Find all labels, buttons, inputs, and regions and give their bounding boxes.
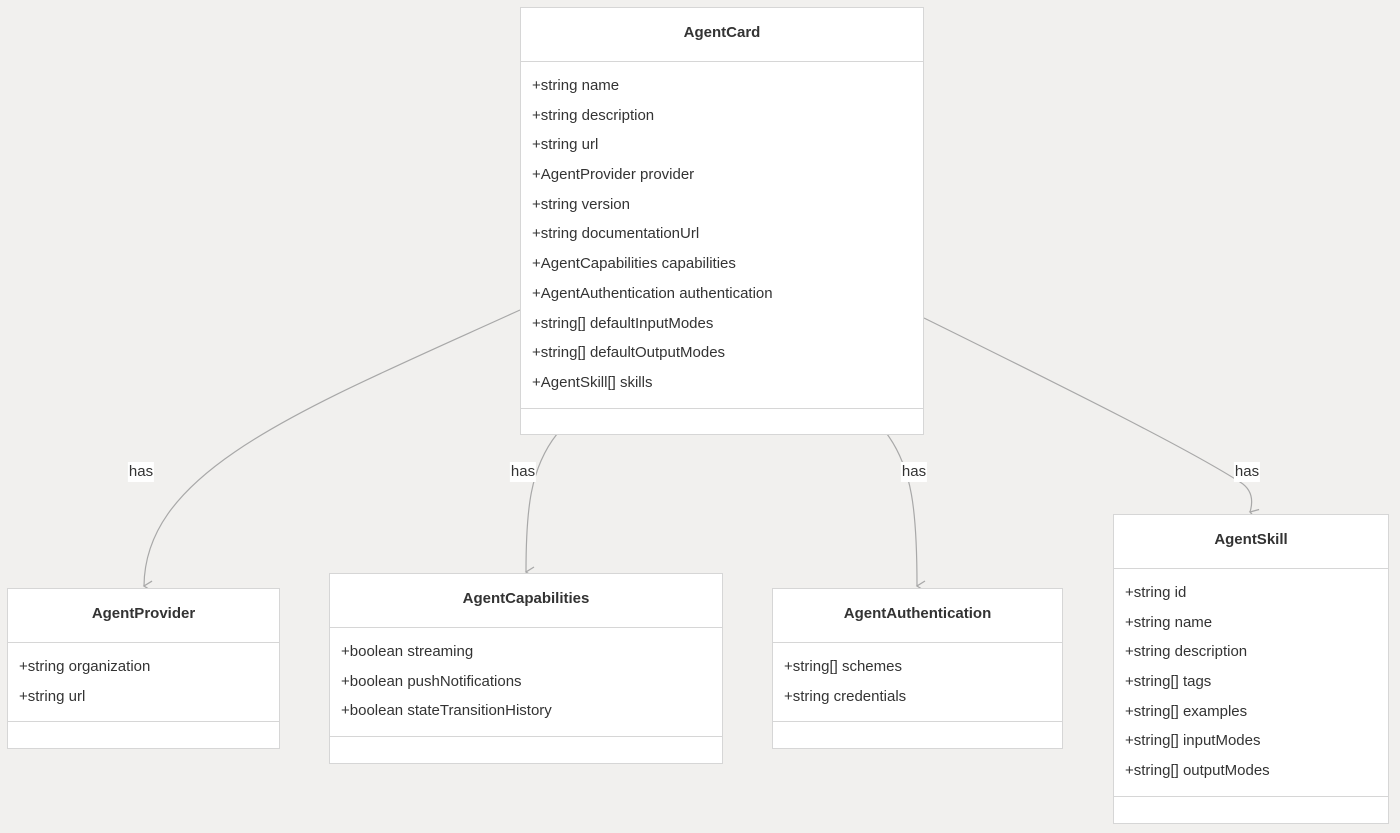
class-attribute: +string name bbox=[532, 77, 620, 94]
class-agentcapabilities-title: AgentCapabilities bbox=[330, 574, 722, 628]
class-agentcard-methods bbox=[521, 409, 923, 431]
class-agentprovider-attributes: +string organization +string url bbox=[8, 643, 279, 723]
class-attribute: +boolean stateTransitionHistory bbox=[341, 702, 552, 720]
relation-label-agentcapabilities: has bbox=[509, 462, 537, 482]
class-attribute: +string credentials bbox=[784, 687, 907, 705]
class-agentprovider-methods bbox=[8, 722, 279, 744]
relation-label-agentskill: has bbox=[1233, 462, 1261, 482]
relation-label-agentauthentication: has bbox=[900, 462, 928, 482]
class-agentskill-attributes: +string id +string name +string descript… bbox=[1114, 569, 1388, 797]
class-attribute: +AgentProvider provider bbox=[532, 166, 695, 184]
class-attribute: +AgentAuthentication authentication bbox=[532, 284, 773, 302]
class-agentcard[interactable]: AgentCard +string name +string descripti… bbox=[520, 7, 924, 435]
class-attribute: +AgentCapabilities capabilities bbox=[532, 255, 736, 273]
class-agentauthentication-attributes: +string[] schemes +string credentials bbox=[773, 643, 1062, 723]
class-attribute: +string[] examples bbox=[1125, 702, 1248, 720]
class-attribute: +string[] defaultOutputModes bbox=[532, 344, 726, 362]
relation-edge-agentauthentication bbox=[886, 433, 926, 592]
class-attribute: +string description bbox=[532, 106, 655, 124]
class-attribute: +string description bbox=[1125, 643, 1248, 661]
class-agentcapabilities[interactable]: AgentCapabilities +boolean streaming +bo… bbox=[329, 573, 723, 764]
class-attribute: +string version bbox=[532, 195, 630, 213]
class-agentcard-title: AgentCard bbox=[521, 8, 923, 62]
class-agentauthentication-title: AgentAuthentication bbox=[773, 589, 1062, 643]
class-agentcapabilities-attributes: +boolean streaming +boolean pushNotifica… bbox=[330, 628, 722, 738]
class-attribute: +string name bbox=[1125, 613, 1213, 631]
class-agentprovider-title: AgentProvider bbox=[8, 589, 279, 643]
class-agentskill[interactable]: AgentSkill +string id +string name +stri… bbox=[1113, 514, 1389, 824]
class-agentskill-title: AgentSkill bbox=[1114, 515, 1388, 569]
class-agentauthentication-methods bbox=[773, 722, 1062, 744]
class-attribute: +string organization bbox=[19, 658, 151, 675]
class-attribute: +AgentSkill[] skills bbox=[532, 373, 653, 391]
relation-edge-agentprovider bbox=[142, 309, 521, 592]
relation-label-agentprovider: has bbox=[127, 462, 155, 482]
class-agentskill-methods bbox=[1114, 797, 1388, 819]
class-agentcapabilities-methods bbox=[330, 737, 722, 759]
class-agentcard-attributes: +string name +string description +string… bbox=[521, 62, 923, 409]
class-attribute: +string url bbox=[532, 136, 599, 154]
class-attribute: +string[] tags bbox=[1125, 673, 1212, 691]
class-attribute: +string[] outputModes bbox=[1125, 762, 1270, 780]
relation-edge-agentskill bbox=[923, 317, 1260, 520]
class-attribute: +boolean pushNotifications bbox=[341, 672, 522, 690]
class-agentauthentication[interactable]: AgentAuthentication +string[] schemes +s… bbox=[772, 588, 1063, 749]
relation-edge-agentcapabilities bbox=[524, 433, 558, 578]
class-attribute: +string[] inputModes bbox=[1125, 732, 1261, 750]
class-attribute: +string documentationUrl bbox=[532, 225, 700, 243]
class-attribute: +boolean streaming bbox=[341, 643, 474, 660]
class-attribute: +string[] schemes bbox=[784, 658, 902, 675]
class-attribute: +string[] defaultInputModes bbox=[532, 314, 714, 332]
class-attribute: +string id bbox=[1125, 584, 1187, 601]
class-attribute: +string url bbox=[19, 687, 86, 705]
class-agentprovider[interactable]: AgentProvider +string organization +stri… bbox=[7, 588, 280, 749]
